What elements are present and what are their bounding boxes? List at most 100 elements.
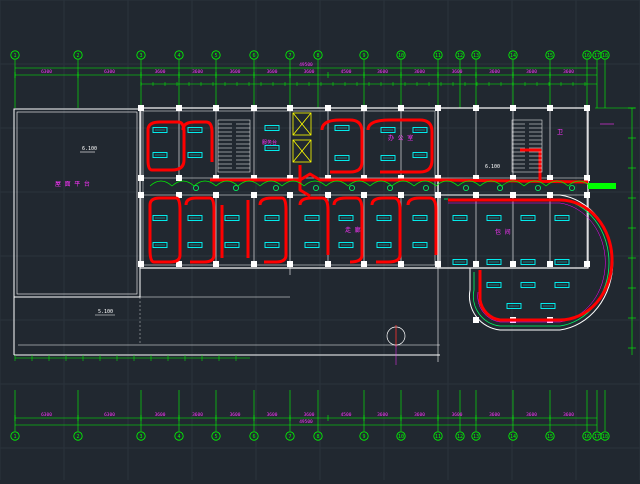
axis-label: 8 <box>316 434 319 440</box>
column <box>435 105 441 111</box>
wiring-arc <box>413 180 437 187</box>
light-fixture <box>152 152 168 158</box>
axis-label: 8 <box>316 53 319 59</box>
column <box>287 105 293 111</box>
light-fixture <box>412 242 428 248</box>
axis-label: 3 <box>139 53 142 59</box>
axis-bubble <box>285 50 295 60</box>
dimension-value: 3600 <box>155 412 166 418</box>
axis-bubble <box>508 431 518 441</box>
dimension-value: 3600 <box>267 412 278 418</box>
dimension-value: 3600 <box>192 69 203 75</box>
axis-label: 16 <box>584 53 590 59</box>
dimension-value: 3600 <box>377 412 388 418</box>
axis-label: 18 <box>602 53 608 59</box>
axis-label: 13 <box>473 434 479 440</box>
axis-label: 13 <box>473 53 479 59</box>
axis-bubble <box>211 50 221 60</box>
axis-bubble <box>582 431 592 441</box>
axis-label: 10 <box>398 434 404 440</box>
axis-bubble <box>396 431 406 441</box>
axis-label: 15 <box>547 434 553 440</box>
column <box>213 105 219 111</box>
dimension-value: 3600 <box>452 69 463 75</box>
duct-run <box>210 172 589 184</box>
light-fixture <box>264 215 280 221</box>
axis-bubble <box>174 50 184 60</box>
axis-bubble <box>600 431 610 441</box>
dimension-value: 3600 <box>267 69 278 75</box>
axis-label: 12 <box>457 434 463 440</box>
light-fixture <box>452 259 468 265</box>
axis-bubble <box>359 50 369 60</box>
axis-label: 16 <box>584 434 590 440</box>
wiring-arc <box>347 180 371 187</box>
lower-left-dimensions <box>14 345 397 365</box>
dimension-value: 3600 <box>526 69 537 75</box>
duct-run <box>146 120 186 172</box>
dimension-total: 49500 <box>299 62 313 68</box>
light-fixture <box>187 242 203 248</box>
ceiling-fan-symbol <box>312 184 319 191</box>
duct-run <box>320 118 364 174</box>
wiring-arc <box>501 180 525 187</box>
light-fixture <box>520 282 536 288</box>
wiring-arc <box>479 180 503 187</box>
ceiling-fan-symbol <box>192 184 199 191</box>
cyan-fixtures <box>152 125 576 309</box>
axis-bubble <box>10 431 20 441</box>
column <box>325 105 331 111</box>
axis-bubble <box>508 50 518 60</box>
light-fixture <box>334 155 350 161</box>
light-fixture <box>380 155 396 161</box>
ceiling-fan-symbol <box>348 184 355 191</box>
column <box>138 105 144 111</box>
ceiling-fan-symbol <box>232 184 239 191</box>
light-fixture <box>412 215 428 221</box>
axis-bubble <box>545 50 555 60</box>
lobby-label: 服务台 <box>262 139 277 146</box>
dimension-value: 3600 <box>155 69 166 75</box>
column <box>547 105 553 111</box>
axis-bubble <box>73 431 83 441</box>
elevator-shafts <box>292 112 312 163</box>
dimension-value: 4500 <box>341 412 352 418</box>
dimension-value: 6300 <box>104 69 115 75</box>
axis-label: 7 <box>288 434 291 440</box>
axis-label: 2 <box>76 53 79 59</box>
axis-bubble <box>433 431 443 441</box>
light-fixture <box>152 215 168 221</box>
axis-bubble <box>249 50 259 60</box>
axis-label: 14 <box>510 53 516 59</box>
light-fixture <box>506 303 522 309</box>
office-label: 办 公 室 <box>388 134 413 142</box>
ceiling-fan-symbol <box>496 184 503 191</box>
wiring-arc <box>149 180 173 187</box>
axis-label: 12 <box>457 53 463 59</box>
dimension-value: 3600 <box>414 69 425 75</box>
axis-label: 11 <box>435 53 441 59</box>
axis-bubble <box>592 50 602 60</box>
duct-run <box>220 200 250 258</box>
wiring-arc <box>523 180 547 187</box>
axis-bubble <box>592 431 602 441</box>
dimension-value: 3600 <box>452 412 463 418</box>
ceiling-fan-symbol <box>462 184 469 191</box>
axis-label: 6 <box>252 434 255 440</box>
ceiling-fan-symbol <box>386 184 393 191</box>
red-ducts <box>146 118 614 322</box>
light-fixture <box>412 127 428 133</box>
axis-label: 9 <box>362 434 365 440</box>
axis-bubble <box>600 50 610 60</box>
duct-run <box>298 196 330 255</box>
axis-label: 14 <box>510 434 516 440</box>
light-fixture <box>187 215 203 221</box>
axis-label: 11 <box>435 434 441 440</box>
axis-label: 5 <box>214 434 217 440</box>
north-arrow-icon <box>386 325 406 347</box>
